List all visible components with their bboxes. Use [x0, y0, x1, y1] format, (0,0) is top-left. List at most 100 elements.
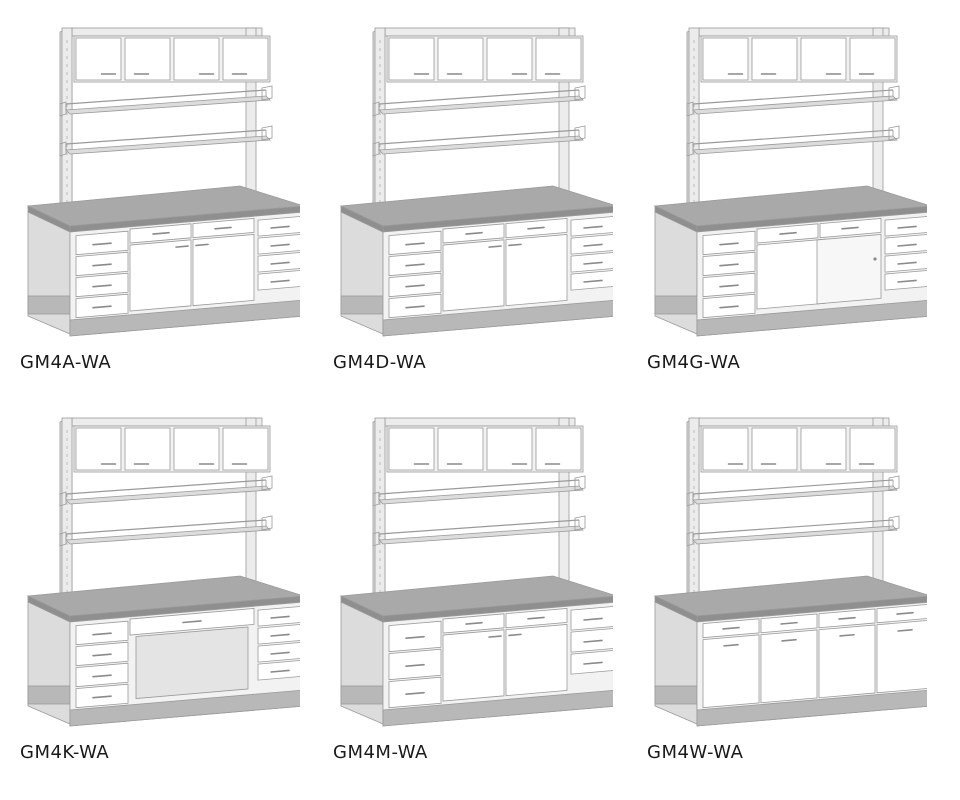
wall-cabinet-door — [388, 427, 435, 471]
wall-cabinet-door — [75, 427, 122, 471]
drawer-handle — [405, 635, 425, 640]
bench-side-panel — [27, 601, 71, 725]
product-label: GM4A-WA — [20, 352, 112, 373]
product-label: GM4G-WA — [647, 352, 741, 373]
wall-cabinet-door — [124, 427, 171, 471]
shelf-rail — [692, 129, 894, 145]
sliding-door — [816, 234, 882, 305]
drawer-handle — [405, 691, 425, 696]
product-card-gm4k-wa[interactable]: GM4K-WA — [0, 390, 300, 770]
shelf-bracket — [59, 101, 67, 117]
plinth-front — [69, 299, 300, 337]
wall-cabinet-door — [388, 37, 435, 81]
drawer-front — [75, 272, 129, 298]
drawer-handle — [839, 633, 855, 637]
plinth-front — [382, 299, 613, 337]
upper-assembly — [686, 27, 900, 329]
bench-side-panel — [340, 211, 384, 335]
wall-cabinet-door — [222, 427, 269, 471]
drawer-handle — [405, 663, 425, 668]
wall-cabinet-door — [751, 37, 798, 81]
bench-illustration-gm4g-wa — [653, 27, 927, 337]
wall-cabinet — [700, 425, 898, 473]
shelf-bracket — [574, 475, 586, 491]
upper-assembly — [59, 27, 273, 329]
drawer-front — [570, 234, 613, 255]
drawer-front — [884, 234, 927, 255]
shelf-bracket — [261, 475, 273, 491]
drawer-front — [570, 252, 613, 273]
shelf-board — [65, 485, 271, 505]
product-card-gm4a-wa[interactable]: GM4A-WA — [0, 0, 300, 380]
drawer-handle — [270, 243, 290, 247]
bench-front-components — [75, 606, 300, 709]
shelf-bracket — [372, 141, 380, 157]
drawer-handle — [779, 231, 797, 235]
wall-cabinet-door — [751, 427, 798, 471]
drawer-front — [75, 662, 129, 688]
shelf-rail — [378, 89, 580, 105]
drawer-handle — [465, 231, 483, 235]
shelf-rail — [692, 479, 894, 495]
drawer-front — [570, 606, 613, 631]
product-card-gm4m-wa[interactable]: GM4M-WA — [313, 390, 613, 770]
wall-cabinet — [700, 35, 898, 83]
drawer-front — [570, 216, 613, 237]
wall-cabinet-door — [437, 37, 484, 81]
shelf-bracket — [686, 141, 694, 157]
drawer-front — [257, 642, 300, 663]
base-bench — [26, 185, 300, 337]
plinth-front — [382, 689, 613, 727]
drawer-handle — [214, 226, 232, 230]
wall-cabinet — [73, 425, 271, 473]
plinth-side — [340, 685, 384, 705]
drawer-front — [257, 234, 300, 255]
product-card-gm4g-wa[interactable]: GM4G-WA — [627, 0, 927, 380]
drawer-front — [884, 270, 927, 291]
shelf-bracket — [686, 491, 694, 507]
drawer-front — [388, 272, 442, 298]
door-knob — [873, 257, 877, 261]
reagent-shelf-upper — [59, 85, 273, 117]
wall-cabinet-door — [849, 427, 896, 471]
shelf-bracket — [372, 531, 380, 547]
cabinet-door — [505, 234, 568, 307]
shelf-bracket — [888, 125, 900, 141]
drawer-handle — [780, 621, 798, 625]
bench-front-components — [388, 216, 613, 319]
drawer-front — [570, 270, 613, 291]
drawer-handle — [488, 245, 502, 248]
product-card-gm4w-wa[interactable]: GM4W-WA — [627, 390, 927, 770]
bench-side-panel — [340, 601, 384, 725]
drawer-front — [75, 683, 129, 709]
reagent-shelf-lower — [59, 125, 273, 157]
drawer-handle — [583, 661, 603, 665]
drawer-handle — [270, 225, 290, 229]
drawer-front — [570, 650, 613, 675]
drawer-handle — [92, 653, 112, 657]
drawer-handle — [897, 243, 917, 247]
bench-illustration-gm4m-wa — [339, 417, 613, 727]
shelf-rail — [65, 479, 267, 495]
upper-assembly — [372, 27, 586, 329]
drawer-handle — [583, 225, 603, 229]
drawer-handle — [527, 226, 545, 230]
drawer-front — [388, 620, 442, 653]
drawer-handle — [719, 242, 739, 246]
knee-space — [135, 626, 249, 699]
reagent-shelf-lower — [686, 125, 900, 157]
cabinet-door — [129, 239, 192, 312]
shelf-bracket — [59, 141, 67, 157]
drawer-handle — [527, 616, 545, 620]
shelf-board — [65, 135, 271, 155]
frame-top — [698, 27, 890, 37]
shelf-bracket — [686, 101, 694, 117]
product-card-gm4d-wa[interactable]: GM4D-WA — [313, 0, 613, 380]
cabinet-door — [876, 620, 927, 694]
reagent-shelf-lower — [59, 515, 273, 547]
frame-top — [71, 27, 263, 37]
product-label: GM4D-WA — [333, 352, 427, 373]
drawer-handle — [583, 639, 603, 643]
frame-top — [384, 27, 576, 37]
